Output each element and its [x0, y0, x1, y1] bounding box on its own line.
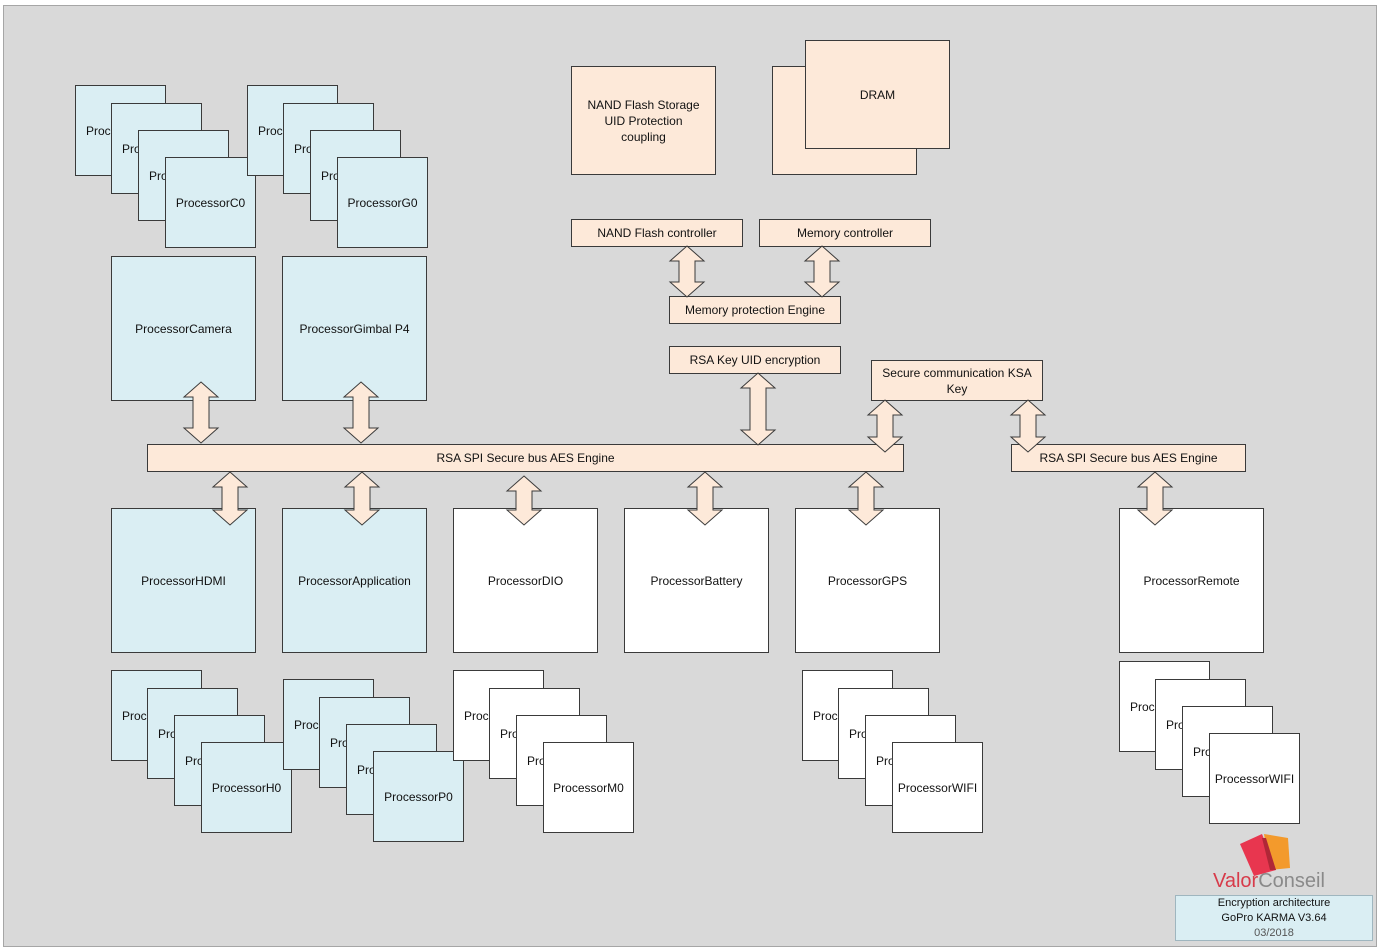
nand-flash-storage-label: NAND Flash Storage UID Protection coupli…: [587, 97, 700, 144]
processor-gps-label: ProcessorGPS: [827, 573, 908, 588]
processor-h0-box: ProcessorH0: [201, 742, 292, 833]
rsa-key-box: RSA Key UID encryption: [669, 346, 841, 374]
processor-dio-label: ProcessorDIO: [487, 573, 564, 588]
processor-hdmi-box: ProcessorHDMI: [111, 508, 256, 653]
processor-wifi-label: ProcessorWIFI: [897, 780, 978, 795]
arrow-camera-to-bus: [182, 381, 220, 444]
valor-conseil-logo-icon: [1240, 834, 1290, 876]
arrow-bus-to-hdmi: [211, 471, 249, 526]
processor-dio-box: ProcessorDIO: [453, 508, 598, 653]
arrow-nand-controller-to-protection: [668, 245, 706, 298]
arrow-secure-comm-to-remote-bus: [1009, 399, 1047, 453]
title-block: Encryption architecture GoPro KARMA V3.6…: [1175, 895, 1373, 941]
processor-c0-box: ProcessorC0: [165, 157, 256, 248]
processor-hdmi-label: ProcessorHDMI: [141, 573, 226, 588]
stack-p-card-1-label: Proc: [294, 717, 319, 732]
arrow-bus-to-dio: [505, 475, 543, 526]
processor-remote-label: ProcessorRemote: [1143, 573, 1240, 588]
title-date: 03/2018: [1254, 927, 1294, 939]
arrow-bus-to-application: [343, 471, 381, 526]
processor-wifi-box: ProcessorWIFI: [892, 742, 983, 833]
processor-wifi2-label: ProcessorWIFI: [1214, 771, 1295, 786]
stack-h-card-1-label: Proc: [122, 708, 147, 723]
dram-label: DRAM: [859, 87, 896, 102]
processor-gimbal-box: ProcessorGimbal P4: [282, 256, 427, 401]
memory-protection-engine-box: Memory protection Engine: [669, 296, 841, 324]
arrow-secure-comm-to-bus: [866, 399, 904, 453]
processor-gimbal-label: ProcessorGimbal P4: [299, 321, 410, 336]
nand-flash-storage-box: NAND Flash Storage UID Protection coupli…: [571, 66, 716, 175]
arrow-bus-to-gps: [847, 471, 885, 526]
processor-c0-label: ProcessorC0: [175, 195, 246, 210]
brand-wordmark: ValorConseil: [1213, 870, 1325, 893]
stack-wifi2-card-1-label: Proc: [1130, 699, 1155, 714]
processor-application-box: ProcessorApplication: [282, 508, 427, 653]
processor-camera-box: ProcessorCamera: [111, 256, 256, 401]
memory-controller-box: Memory controller: [759, 219, 931, 247]
stack-g-card-1-label: Proc: [258, 123, 283, 138]
remote-secure-bus-label: RSA SPI Secure bus AES Engine: [1039, 451, 1218, 465]
nand-flash-controller-label: NAND Flash controller: [597, 226, 717, 240]
processor-battery-label: ProcessorBattery: [650, 573, 743, 588]
processor-m0-box: ProcessorM0: [543, 742, 634, 833]
processor-remote-box: ProcessorRemote: [1119, 508, 1264, 653]
processor-wifi2-box: ProcessorWIFI: [1209, 733, 1300, 824]
memory-protection-engine-label: Memory protection Engine: [684, 303, 826, 317]
processor-p0-box: ProcessorP0: [373, 751, 464, 842]
main-secure-bus-label: RSA SPI Secure bus AES Engine: [436, 451, 615, 465]
processor-m0-label: ProcessorM0: [553, 780, 624, 795]
secure-communication-box: Secure communication KSA Key: [871, 360, 1043, 401]
main-secure-bus: RSA SPI Secure bus AES Engine: [147, 444, 904, 472]
arrow-bus-to-battery: [686, 471, 724, 526]
title-line2: GoPro KARMA V3.64: [1221, 912, 1327, 924]
processor-application-label: ProcessorApplication: [298, 573, 411, 588]
arrow-remote-bus-to-remote: [1136, 471, 1174, 526]
arrow-gimbal-to-bus: [342, 381, 380, 444]
processor-g0-box: ProcessorG0: [337, 157, 428, 248]
processor-g0-label: ProcessorG0: [347, 195, 418, 210]
processor-battery-box: ProcessorBattery: [624, 508, 769, 653]
title-line1: Encryption architecture: [1217, 897, 1331, 909]
brand-part1: Valor: [1213, 870, 1259, 892]
processor-gps-box: ProcessorGPS: [795, 508, 940, 653]
processor-p0-label: ProcessorP0: [384, 789, 453, 804]
arrow-memory-controller-to-protection: [803, 245, 841, 298]
arrow-rsa-key-to-bus: [739, 372, 777, 446]
processor-h0-label: ProcessorH0: [211, 780, 282, 795]
remote-secure-bus: RSA SPI Secure bus AES Engine: [1011, 444, 1246, 472]
secure-communication-label: Secure communication KSA Key: [882, 365, 1032, 396]
brand-part2: Conseil: [1258, 870, 1325, 892]
processor-camera-label: ProcessorCamera: [135, 321, 232, 336]
stack-c-card-1-label: Proc: [86, 123, 111, 138]
nand-flash-controller-box: NAND Flash controller: [571, 219, 743, 247]
stack-m-card-1-label: Proc: [464, 708, 489, 723]
stack-wifi-card-1-label: Proc: [813, 708, 838, 723]
dram-box: DRAM: [805, 40, 950, 149]
memory-controller-label: Memory controller: [796, 226, 894, 240]
rsa-key-label: RSA Key UID encryption: [689, 353, 821, 367]
